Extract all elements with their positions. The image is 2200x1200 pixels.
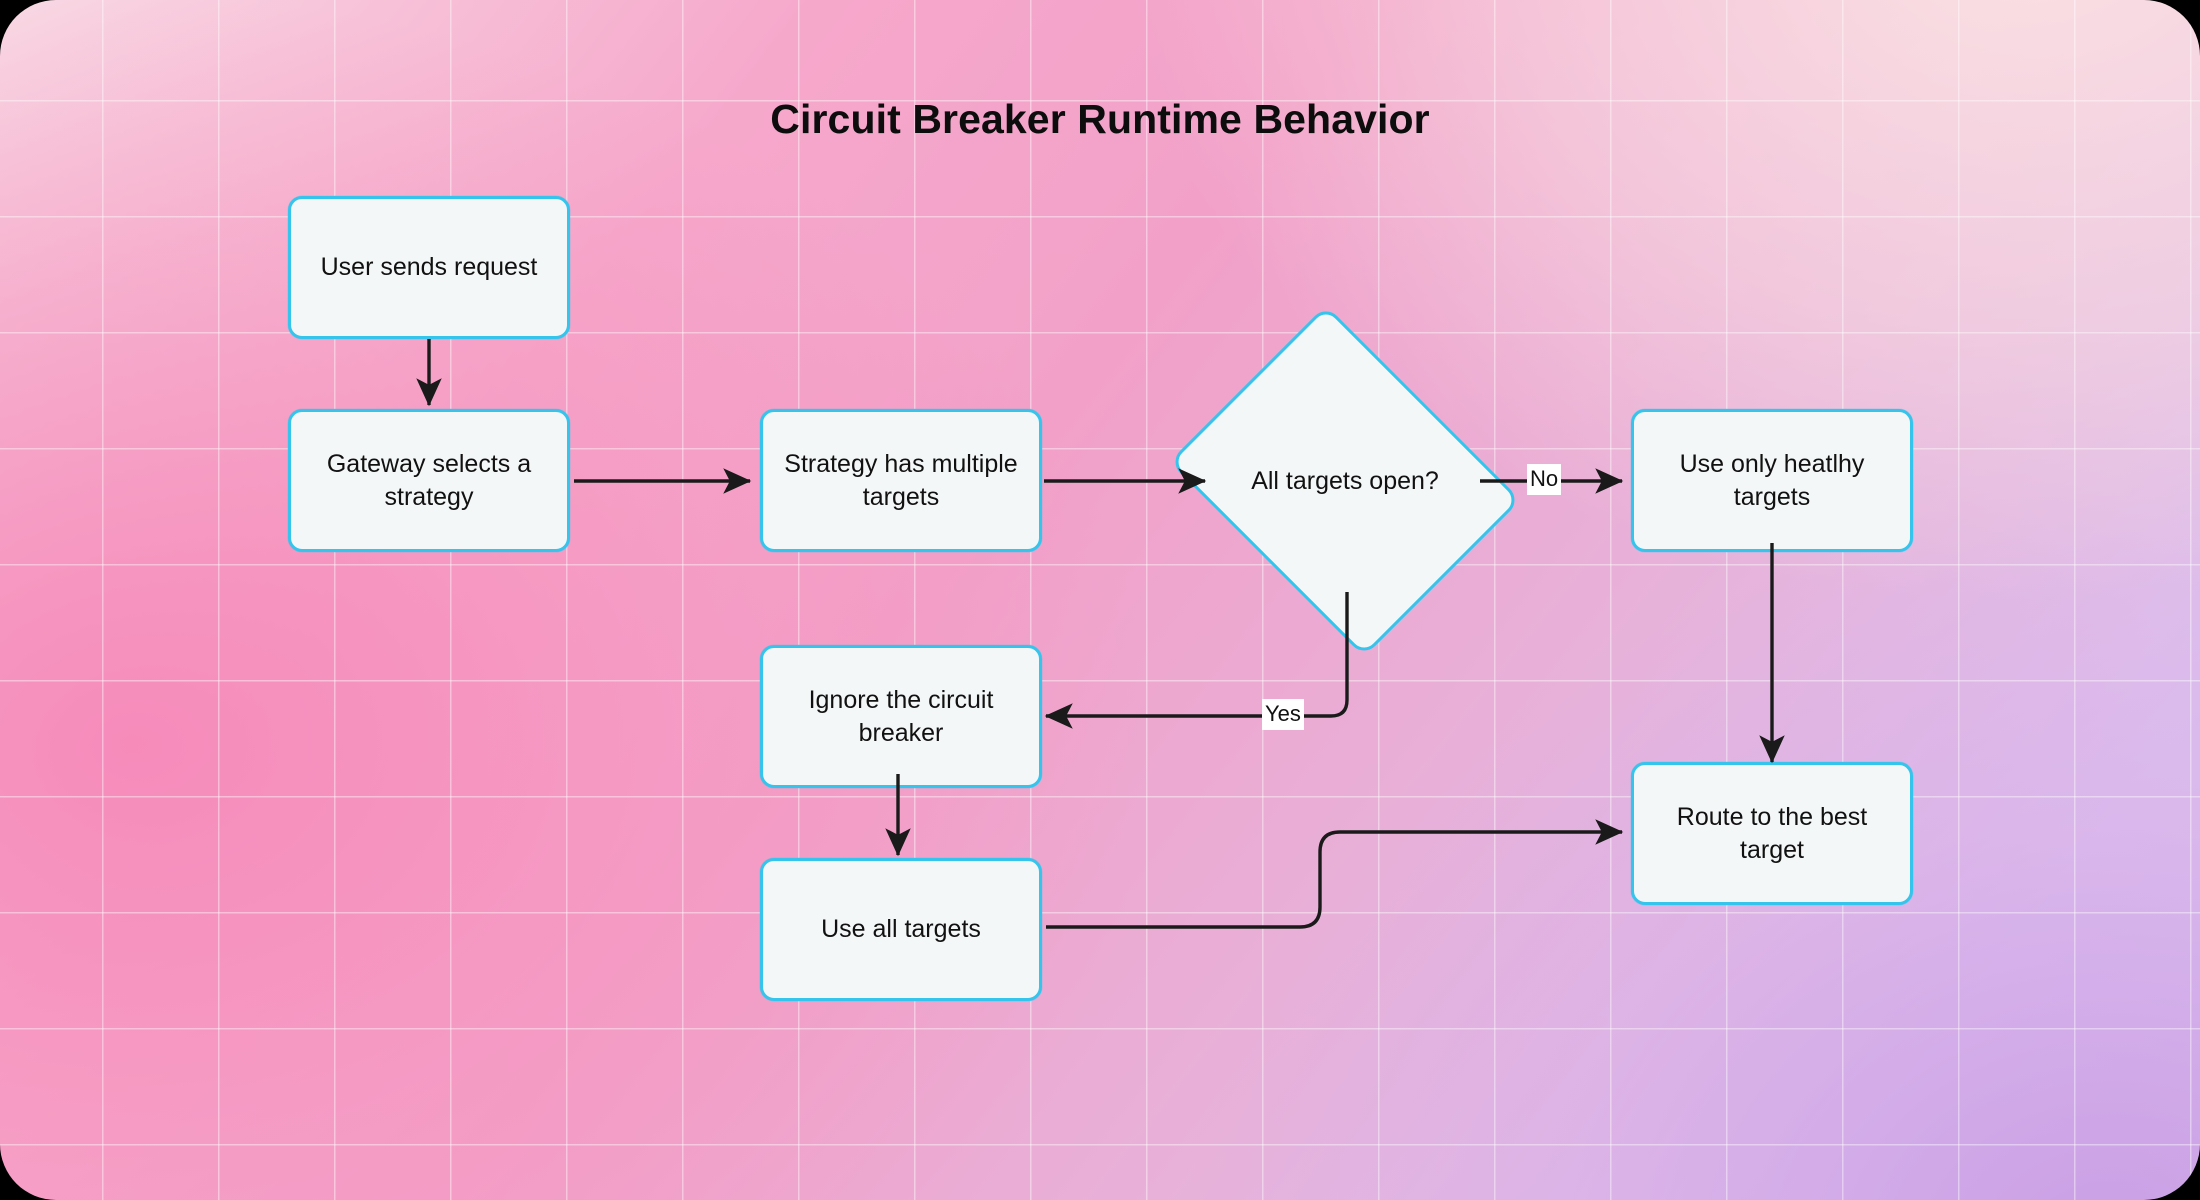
node-label: Gateway selects a strategy (326, 449, 532, 511)
node-label: Ignore the circuit breaker (808, 685, 994, 747)
node-use-all-targets[interactable]: Use all targets (760, 858, 1042, 1001)
node-label: Route to the best target (1676, 802, 1868, 864)
node-label: Use all targets (821, 915, 981, 943)
edge-label-no: No (1527, 464, 1562, 495)
node-ignore-the-circuit-breaker[interactable]: Ignore the circuit breaker (760, 645, 1042, 788)
node-label: Strategy has multiple targets (784, 449, 1018, 511)
edge-label-yes: Yes (1262, 699, 1304, 730)
node-use-only-healthy-targets[interactable]: Use only heatlhy targets (1631, 409, 1913, 552)
node-strategy-has-multiple-targets[interactable]: Strategy has multiple targets (760, 409, 1042, 552)
node-all-targets-open-decision[interactable]: All targets open? (1168, 304, 1522, 658)
node-gateway-selects-strategy[interactable]: Gateway selects a strategy (288, 409, 570, 552)
node-label: Use only heatlhy targets (1679, 449, 1865, 511)
node-user-sends-request[interactable]: User sends request (288, 196, 570, 339)
node-label: User sends request (320, 253, 538, 281)
node-route-to-the-best-target[interactable]: Route to the best target (1631, 762, 1913, 905)
edge-decision-to-ignore (1044, 592, 1349, 729)
page-title: Circuit Breaker Runtime Behavior (770, 96, 1430, 142)
edge-useall-to-route (1046, 819, 1624, 929)
node-label: All targets open? (1251, 466, 1439, 495)
